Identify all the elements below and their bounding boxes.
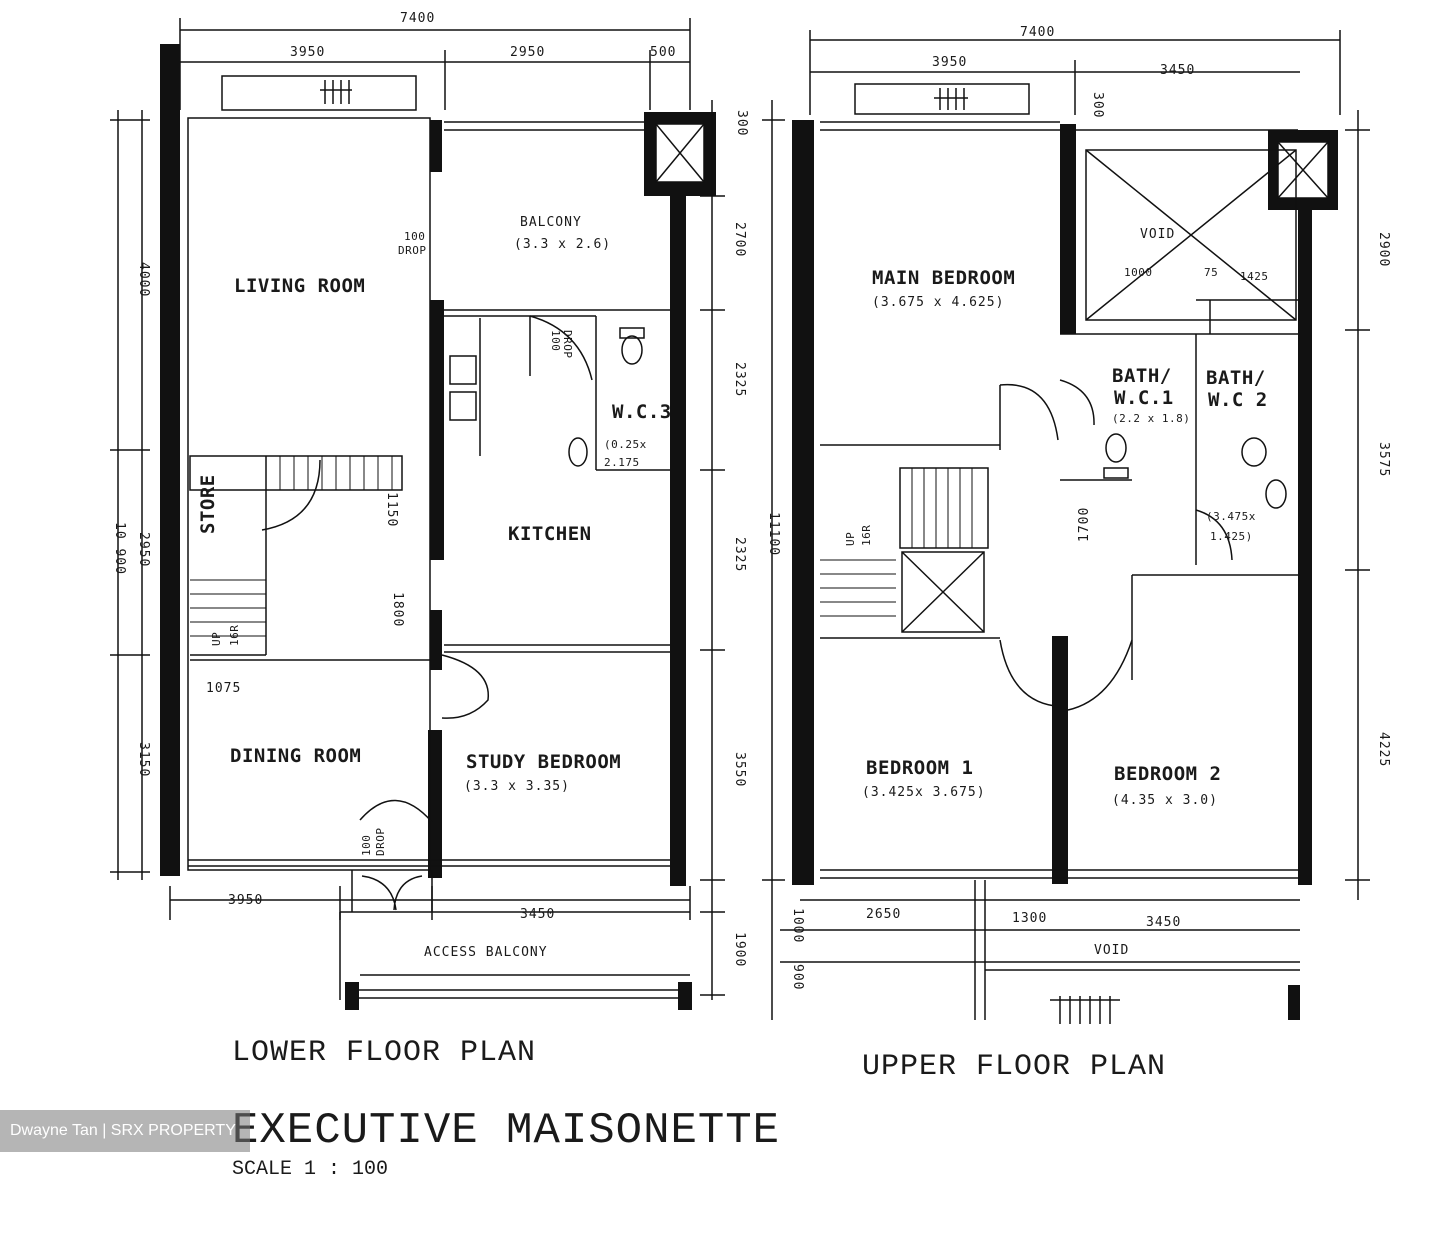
bedroom-1-size: (3.425x 3.675) [862, 785, 986, 800]
upper-dim-overall-depth: 11100 [766, 512, 781, 556]
bedroom-2-label: BEDROOM 2 [1114, 763, 1221, 785]
kitchen-label: KITCHEN [508, 523, 592, 545]
lower-stair-up: UP [210, 632, 223, 646]
drop-3-value: 100 [360, 835, 373, 856]
store-label: STORE [197, 474, 219, 534]
study-bedroom-size: (3.3 x 3.35) [464, 779, 570, 794]
bath-wc2-size-a: (3.475x [1206, 510, 1256, 523]
upper-dim-left-900: 900 [790, 964, 805, 990]
living-room-label: LIVING ROOM [234, 275, 365, 297]
lower-dim-top-left: 3950 [290, 45, 325, 60]
lower-dim-right-2325a: 2325 [732, 362, 747, 397]
upper-stair-up: UP [844, 532, 857, 546]
lower-dim-right-300: 300 [734, 110, 749, 136]
balcony-size: (3.3 x 2.6) [514, 237, 611, 252]
dining-room-label: DINING ROOM [230, 745, 361, 767]
plan-scale: SCALE 1 : 100 [232, 1158, 389, 1181]
upper-void-75: 75 [1204, 266, 1218, 279]
balcony-label: BALCONY [520, 215, 582, 230]
plan-main-title: EXECUTIVE MAISONETTE [232, 1106, 781, 1156]
lower-floor-plan [110, 18, 725, 1010]
watermark-banner: Dwayne Tan | SRX PROPERTY [0, 1110, 250, 1152]
lower-stair-risers: 16R [228, 625, 241, 646]
lower-dim-total-width: 7400 [400, 11, 435, 26]
lower-dim-left-3150: 3150 [136, 742, 151, 777]
upper-floor-plan [762, 30, 1370, 1024]
lower-dim-balcony-depth: 1900 [732, 932, 747, 967]
access-balcony-label: ACCESS BALCONY [424, 945, 548, 960]
upper-dim-left-1000: 1000 [790, 908, 805, 943]
bedroom-2-size: (4.35 x 3.0) [1112, 793, 1218, 808]
wc3-label: W.C.3 [612, 401, 672, 423]
bedroom-1-label: BEDROOM 1 [866, 757, 973, 779]
drop-1-label: DROP [398, 244, 427, 257]
lower-dim-right-3550: 3550 [732, 752, 747, 787]
lower-dim-1075: 1075 [206, 681, 241, 696]
drop-2-label: DROP [561, 330, 574, 359]
lower-floor-labels: 7400 3950 2950 500 300 2700 2325 2325 35… [112, 11, 749, 967]
upper-dim-top-right: 3450 [1160, 63, 1195, 78]
lower-dim-overall-depth: 10 900 [112, 522, 127, 575]
upper-dim-top-left: 3950 [932, 55, 967, 70]
main-bedroom-size: (3.675 x 4.625) [872, 295, 1004, 310]
lower-dim-top-right: 500 [650, 45, 676, 60]
lower-dim-right-2700: 2700 [732, 222, 747, 257]
upper-floor-labels: 7400 3950 3450 300 2900 3575 4225 11100 … [766, 25, 1391, 990]
bath-wc2-label-b: W.C 2 [1208, 389, 1268, 411]
lower-dim-stair-1800: 1800 [390, 592, 405, 627]
lower-dim-stair-1150: 1150 [384, 492, 399, 527]
upper-void-top-label: VOID [1140, 227, 1175, 242]
bath-wc1-label-a: BATH/ [1112, 365, 1172, 387]
lower-dim-left-2950: 2950 [136, 532, 151, 567]
wc3-size-a: (0.25x [604, 438, 647, 451]
lower-floor-plan-title: LOWER FLOOR PLAN [232, 1036, 537, 1070]
upper-stair-risers: 16R [860, 525, 873, 546]
upper-dim-bottom-3450: 3450 [1146, 915, 1181, 930]
bath-wc1-label-b: W.C.1 [1114, 387, 1174, 409]
upper-dim-bottom-1300: 1300 [1012, 911, 1047, 926]
lower-dim-top-mid: 2950 [510, 45, 545, 60]
lower-dim-bottom-right: 3450 [520, 907, 555, 922]
bath-wc2-size-b: 1.425) [1210, 530, 1253, 543]
study-bedroom-label: STUDY BEDROOM [466, 751, 621, 773]
upper-dim-right-4225: 4225 [1376, 732, 1391, 767]
upper-dim-bottom-2650: 2650 [866, 907, 901, 922]
upper-dim-right-3575: 3575 [1376, 442, 1391, 477]
upper-floor-plan-title: UPPER FLOOR PLAN [862, 1050, 1167, 1084]
main-bedroom-label: MAIN BEDROOM [872, 267, 1015, 289]
bath-wc2-label-a: BATH/ [1206, 367, 1266, 389]
upper-dim-300: 300 [1090, 92, 1105, 118]
drop-1-value: 100 [404, 230, 425, 243]
lower-dim-bottom-left: 3950 [228, 893, 263, 908]
upper-void-1000: 1000 [1124, 266, 1153, 279]
lower-dim-left-4000: 4000 [136, 262, 151, 297]
upper-corridor-1700: 1700 [1077, 507, 1092, 542]
upper-void-bottom-label: VOID [1094, 943, 1129, 958]
drop-3-label: DROP [374, 828, 387, 857]
upper-dim-total-width: 7400 [1020, 25, 1055, 40]
upper-void-1425: 1425 [1240, 270, 1269, 283]
bath-wc1-size: (2.2 x 1.8) [1112, 412, 1190, 425]
upper-dim-right-2900: 2900 [1376, 232, 1391, 267]
wc3-size-b: 2.175 [604, 456, 640, 469]
lower-dim-right-2325b: 2325 [732, 537, 747, 572]
drop-2-value: 100 [549, 330, 562, 351]
